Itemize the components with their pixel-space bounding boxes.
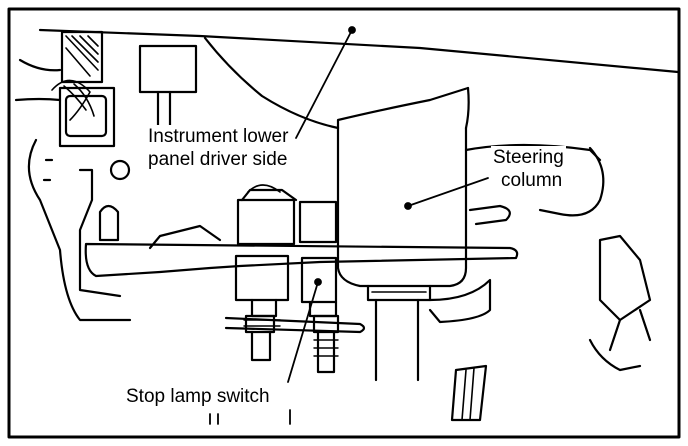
label-stop-lamp-switch: Stop lamp switch	[124, 385, 272, 408]
leader-stop-lamp-switch	[287, 281, 319, 383]
label-instrument-lower-panel: Instrument lower panel driver side	[146, 125, 291, 171]
label-instrument-lower-panel-line2: panel driver side	[148, 149, 288, 170]
left-bracket	[27, 138, 132, 322]
leader-instrument-panel	[295, 29, 353, 139]
dashboard-lower-edge	[38, 28, 680, 130]
pedal-bracket	[84, 224, 519, 278]
label-instrument-lower-panel-line1: Instrument lower	[148, 126, 289, 147]
leader-lines	[287, 26, 489, 383]
figure-border	[7, 7, 681, 439]
label-steering-column: Steering column	[491, 146, 566, 192]
bottom-ticks	[209, 409, 291, 425]
label-steering-column-line1: Steering	[493, 147, 564, 168]
leader-steering-column	[407, 177, 489, 207]
right-side-structure	[450, 146, 652, 422]
steering-column	[336, 126, 602, 382]
label-steering-column-line2: column	[501, 170, 563, 191]
connector-block	[14, 30, 198, 148]
